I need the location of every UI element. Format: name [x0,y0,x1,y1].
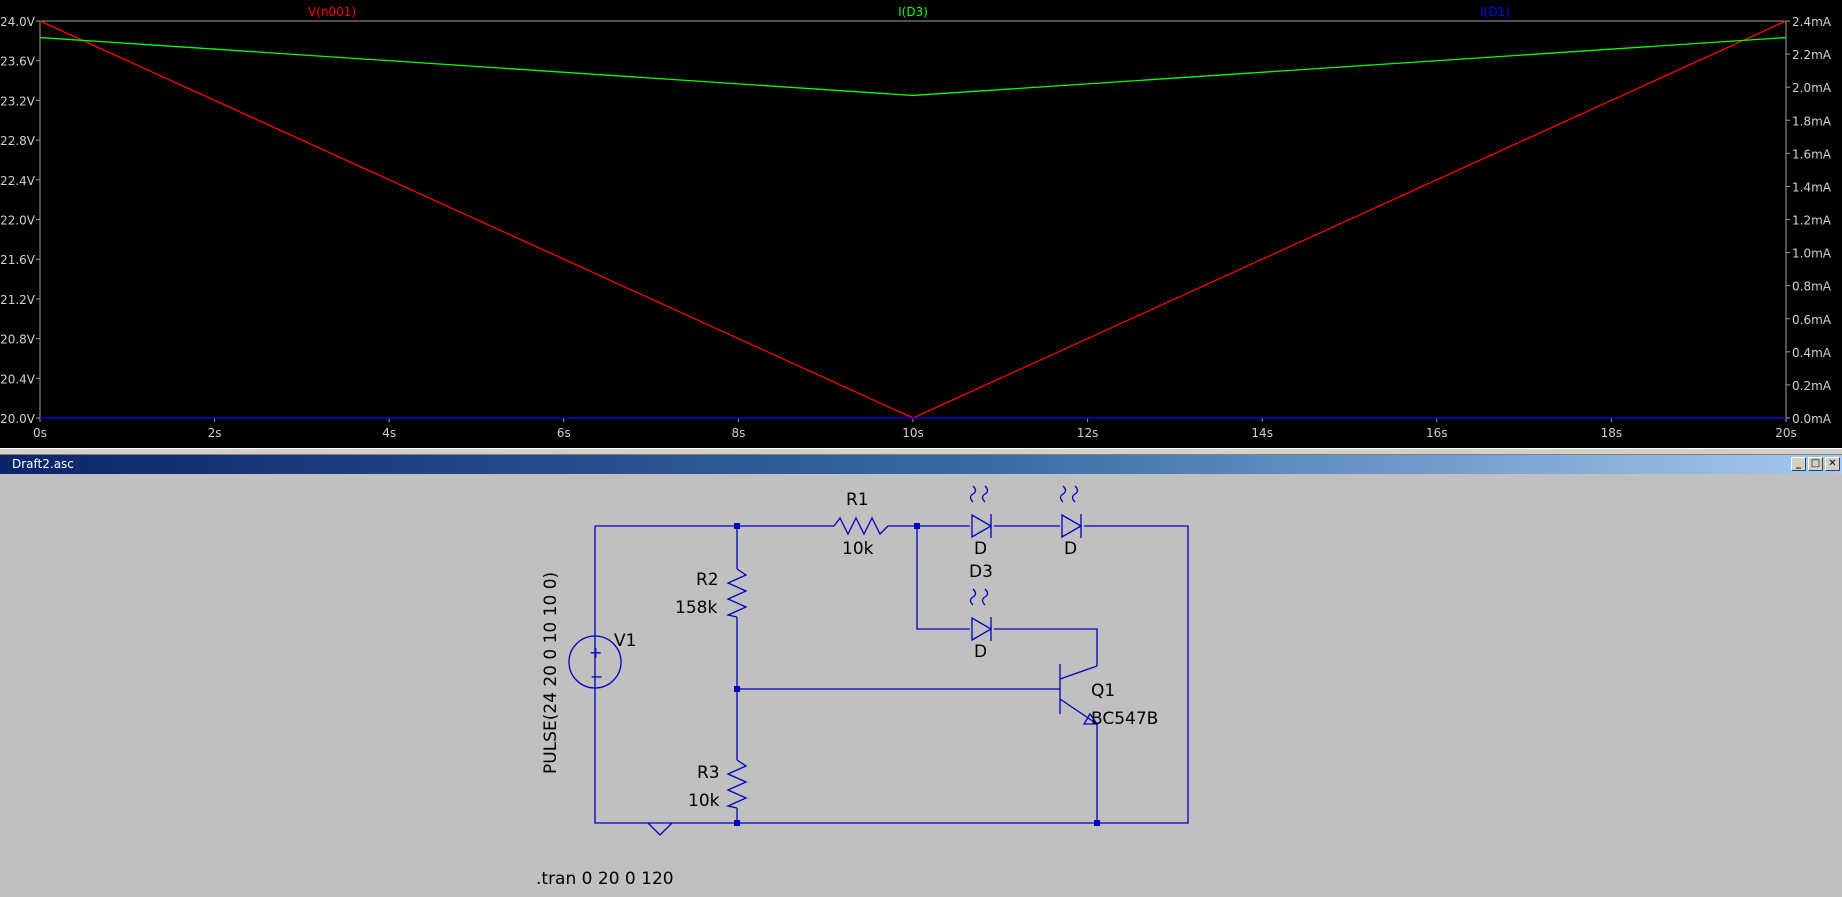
minimize-button[interactable]: _ [1791,457,1806,471]
v1-plus-sign: + [589,643,602,662]
q1-name-label[interactable]: Q1 [1091,681,1115,701]
schematic-editor[interactable]: + − R1 10k R2 158k R3 10k V1 D D D3 D Q1… [0,474,1842,897]
right-axis-tick-label: 1.8mA [1792,114,1832,128]
trace-label[interactable]: I(D3) [898,5,928,19]
x-axis-tick-label: 10s [902,426,924,440]
d2-led-symbol[interactable] [1059,485,1083,539]
left-axis-tick-label: 20.8V [0,333,36,347]
v1-minus-sign: − [590,667,603,686]
right-axis-tick-label: 0.0mA [1792,412,1832,426]
r3-value-label[interactable]: 10k [688,791,720,811]
junction-dot [734,820,740,826]
x-axis-tick-label: 16s [1426,426,1448,440]
right-axis-tick-label: 2.4mA [1792,15,1832,29]
tran-directive[interactable]: .tran 0 20 0 120 [536,869,674,889]
x-axis-tick-label: 6s [557,426,571,440]
x-axis-tick-label: 14s [1251,426,1273,440]
waveform-plot[interactable]: 24.0V 23.6V 23.2V 22.8V 22.4V 22.0V 21.6V 21.2V… [0,0,1842,448]
r1-name-label[interactable]: R1 [846,490,869,510]
left-axis-tick-label: 20.0V [0,412,36,426]
junction-dot [914,523,920,529]
right-axis-tick-label: 2.0mA [1792,81,1832,95]
r2-resistor-symbol[interactable] [725,568,748,618]
d1-model-label[interactable]: D [974,539,987,559]
right-axis-tick-label: 0.4mA [1792,346,1832,360]
r3-name-label[interactable]: R3 [697,763,720,783]
window-title: Draft2.asc [12,457,74,471]
r2-name-label[interactable]: R2 [696,570,719,590]
x-axis-tick-label: 12s [1077,426,1099,440]
junction-dot [734,523,740,529]
trace-line-id3[interactable] [39,36,1787,97]
junction-dot [734,686,740,692]
trace-line-vn001[interactable] [39,20,1787,419]
q1-model-label[interactable]: BC547B [1091,709,1158,729]
right-axis-tick-label: 0.6mA [1792,313,1832,327]
trace-label[interactable]: V(n001) [308,5,356,19]
v1-value-label[interactable]: PULSE(24 20 0 10 10 0) [541,572,561,774]
left-axis-tick-label: 22.4V [0,174,36,188]
wire-left-loop[interactable] [594,525,1189,824]
close-button[interactable]: ✕ [1825,457,1840,471]
d3-model-label[interactable]: D [974,642,987,662]
left-axis-tick-label: 21.2V [0,293,36,307]
right-axis-tick-label: 1.6mA [1792,147,1832,161]
junction-dot [1094,820,1100,826]
right-axis-tick-label: 1.0mA [1792,247,1832,261]
plot-area-frame [39,20,1787,419]
trace-label[interactable]: I(D1) [1480,5,1510,19]
maximize-button[interactable]: □ [1808,457,1823,471]
schematic-canvas[interactable]: + − R1 10k R2 158k R3 10k V1 D D D3 D Q1… [0,474,1842,897]
waveform-viewer[interactable]: 24.0V 23.6V 23.2V 22.8V 22.4V 22.0V 21.6V 21.2V… [0,0,1842,448]
left-axis-tick-label: 20.4V [0,372,36,386]
x-axis-tick-label: 20s [1775,426,1797,440]
left-axis-tick-label: 23.6V [0,55,36,69]
wire-d3-collector[interactable] [994,628,1098,666]
x-axis-tick-label: 8s [731,426,745,440]
d3-name-label[interactable]: D3 [969,562,993,582]
pane-splitter[interactable] [0,448,1842,455]
x-axis-tick-label: 2s [208,426,222,440]
wire-d3[interactable] [916,526,970,630]
right-axis-tick-label: 0.8mA [1792,280,1832,294]
d2-model-label[interactable]: D [1064,539,1077,559]
x-axis-tick-label: 18s [1601,426,1623,440]
schematic-titlebar[interactable]: Draft2.asc _ □ ✕ [0,455,1842,474]
r3-resistor-symbol[interactable] [725,759,748,809]
ground-symbol[interactable] [647,822,673,836]
right-axis-tick-label: 2.2mA [1792,48,1832,62]
d1-led-symbol[interactable] [969,485,993,539]
r1-resistor-symbol[interactable] [833,516,889,536]
q1-transistor-symbol[interactable] [1059,664,1099,725]
v1-source-symbol[interactable] [568,635,622,689]
left-axis-tick-label: 22.0V [0,214,36,228]
x-axis-tick-label: 4s [382,426,396,440]
r1-value-label[interactable]: 10k [842,539,874,559]
left-axis-tick-label: 21.6V [0,253,36,267]
d3-led-symbol[interactable] [969,588,993,642]
x-axis-tick-label: 0s [33,426,47,440]
right-axis-tick-label: 0.2mA [1792,379,1832,393]
left-axis-tick-label: 22.8V [0,134,36,148]
r2-value-label[interactable]: 158k [675,598,717,618]
left-axis-tick-label: 24.0V [0,15,36,29]
right-axis-tick-label: 1.2mA [1792,214,1832,228]
left-axis-tick-label: 23.2V [0,94,36,108]
right-axis-tick-label: 1.4mA [1792,180,1832,194]
v1-name-label[interactable]: V1 [614,631,636,651]
